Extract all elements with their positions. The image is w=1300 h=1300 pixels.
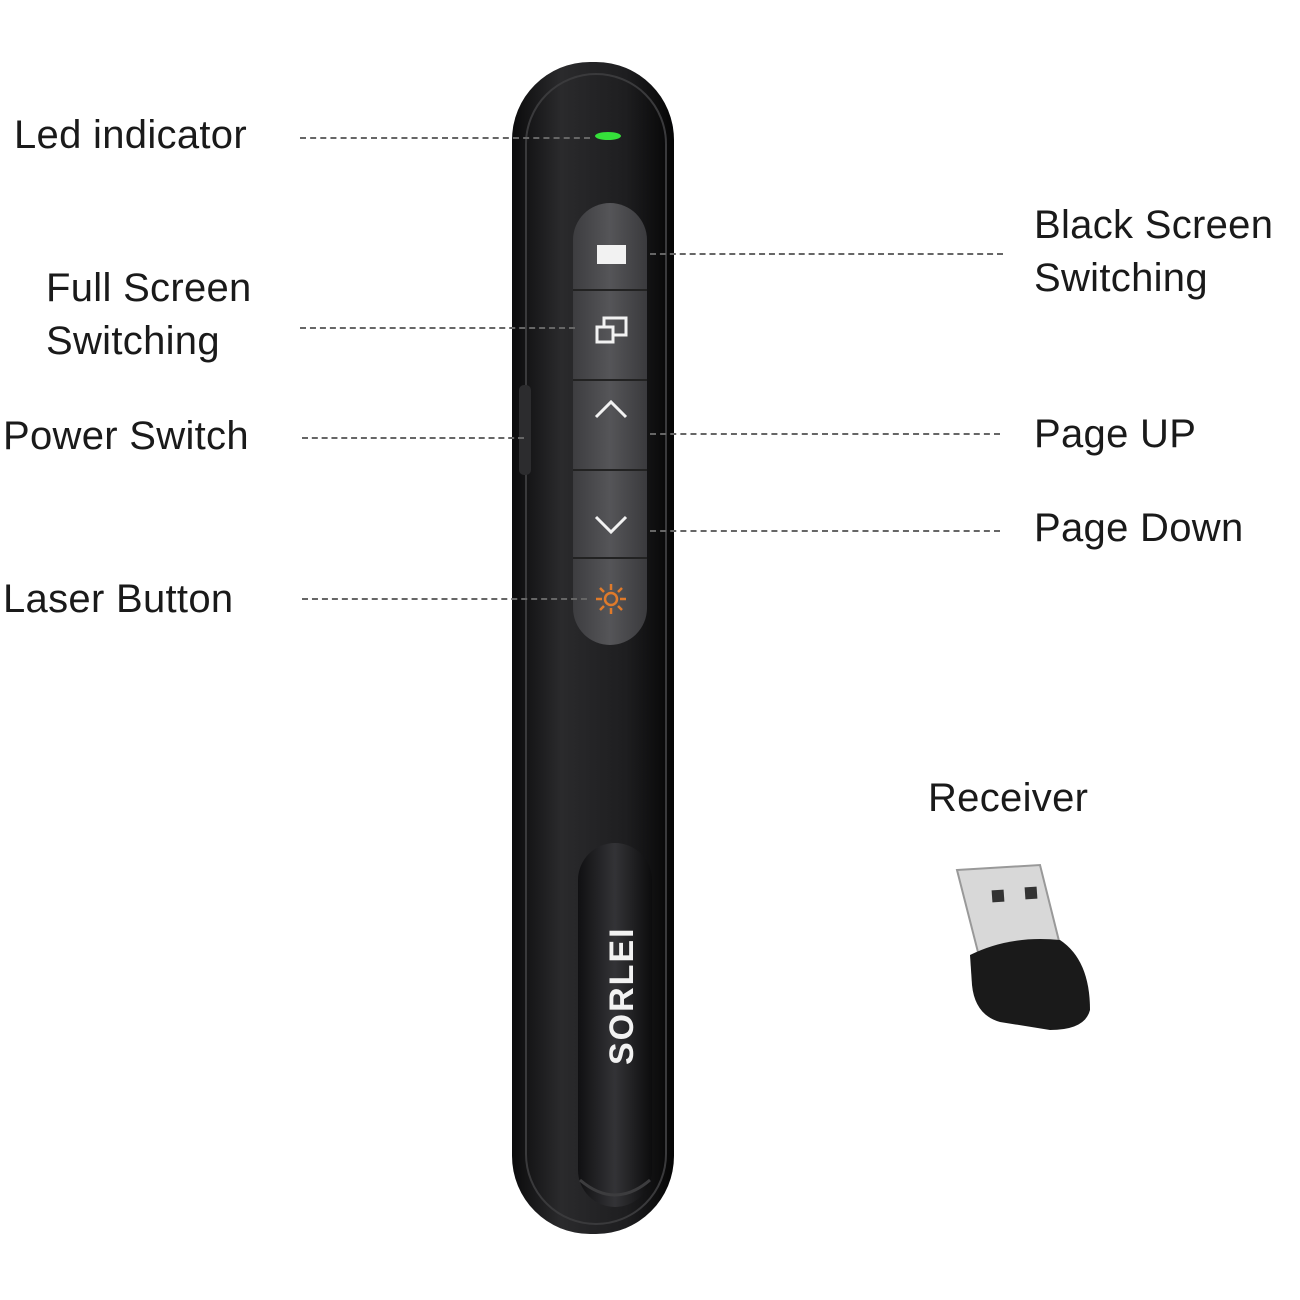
label-black-screen-line1: Black Screen [1034, 203, 1274, 247]
power-switch[interactable] [519, 385, 531, 475]
pocket-clip [578, 843, 652, 1207]
full-screen-icon[interactable] [595, 316, 628, 344]
chevron-up-icon[interactable] [594, 399, 628, 419]
leader-line-led [300, 137, 590, 139]
leader-line-page-down [650, 530, 1000, 532]
brand-logo: SORLEI [603, 926, 641, 1065]
laser-icon[interactable] [596, 584, 626, 614]
leader-line-power [302, 437, 524, 439]
label-black-screen-line2: Switching [1034, 256, 1208, 300]
usb-receiver [955, 863, 1090, 1030]
label-full-screen-line2: Switching [46, 319, 220, 363]
label-page-up: Page UP [1034, 412, 1197, 456]
label-page-down: Page Down [1034, 506, 1244, 550]
label-full-screen-line1: Full Screen [46, 266, 252, 310]
leader-line-page-up [650, 433, 1000, 435]
button-panel [573, 203, 647, 645]
leader-line-full-screen [300, 327, 575, 329]
black-screen-icon[interactable] [597, 245, 626, 264]
leader-line-black-screen [650, 253, 1003, 255]
chevron-down-icon[interactable] [594, 515, 628, 535]
leader-line-laser [302, 598, 587, 600]
label-led-indicator: Led indicator [14, 113, 247, 157]
label-laser-button: Laser Button [3, 577, 234, 621]
label-power-switch: Power Switch [3, 414, 249, 458]
label-receiver: Receiver [928, 776, 1089, 820]
led-indicator-light [595, 132, 621, 140]
